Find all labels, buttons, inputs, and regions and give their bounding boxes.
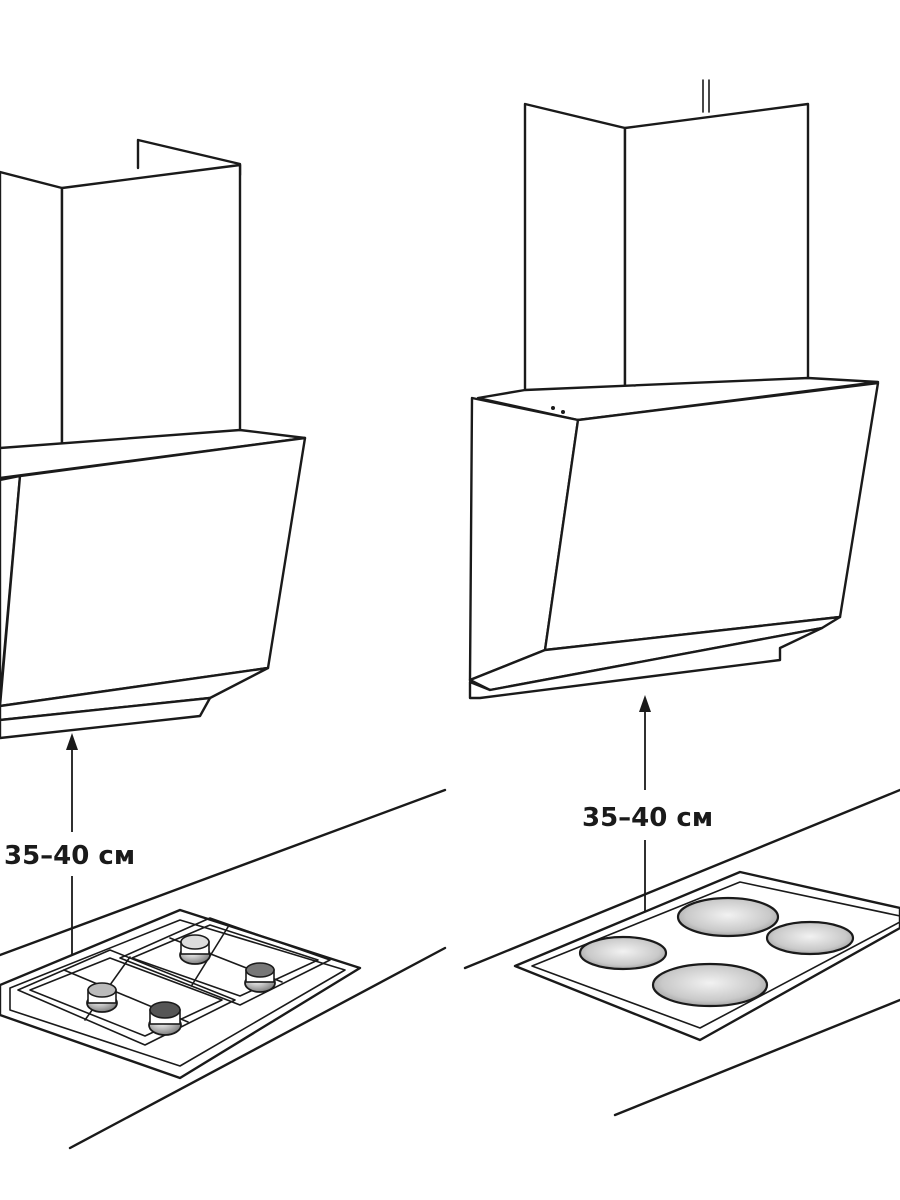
cooking-zone-1 xyxy=(676,896,780,938)
left-chimney-duct xyxy=(0,138,242,472)
gas-burner-2 xyxy=(244,962,276,993)
gas-burner-3 xyxy=(86,982,118,1013)
right-panel: 35–40 см xyxy=(463,79,900,1117)
left-hood-body xyxy=(0,428,307,740)
left-panel: 35–40 см xyxy=(0,138,447,1150)
cooking-zone-2 xyxy=(765,920,855,956)
right-clearance-label: 35–40 см xyxy=(582,803,713,833)
gas-hob xyxy=(0,908,362,1080)
gas-burner-1 xyxy=(179,934,211,965)
gas-burner-4 xyxy=(148,1001,182,1036)
left-countertop xyxy=(0,788,447,1150)
electric-hob xyxy=(513,870,900,1042)
right-countertop xyxy=(463,788,900,1117)
cooking-zone-4 xyxy=(651,962,769,1008)
right-chimney-duct xyxy=(523,79,810,410)
cooking-zone-3 xyxy=(578,935,668,971)
left-clearance-label: 35–40 см xyxy=(4,841,135,871)
right-hood-body xyxy=(468,376,880,700)
